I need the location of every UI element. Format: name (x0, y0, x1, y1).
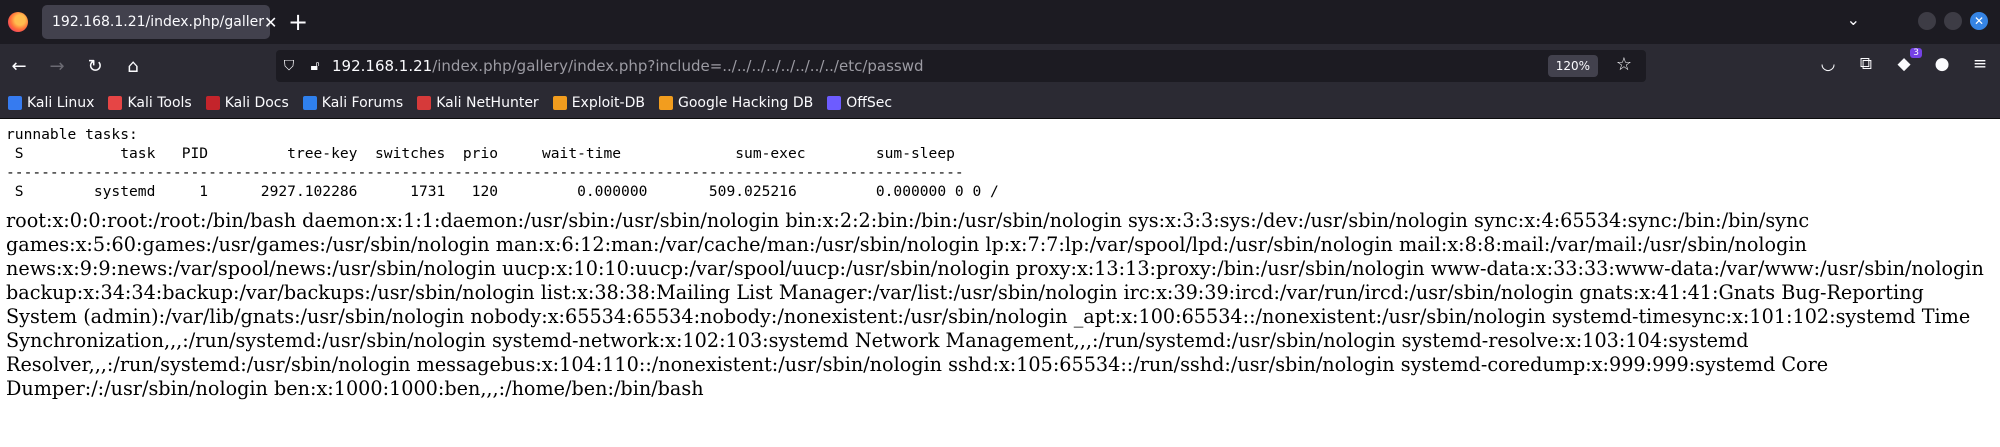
bookmark-kali-forums[interactable]: Kali Forums (302, 95, 403, 111)
profile-icon[interactable]: ● (1934, 54, 1950, 74)
ghdb-icon (658, 96, 673, 110)
chevron-down-icon[interactable]: ⌄ (1846, 10, 1860, 29)
bookmark-star-icon[interactable]: ☆ (1615, 54, 1632, 75)
sched-output: runnable tasks: S task PID tree-key swit… (6, 126, 999, 200)
exploit-db-icon (552, 96, 567, 110)
nethunter-icon (417, 96, 432, 110)
extensions-icon[interactable]: ⧉ (1859, 54, 1873, 74)
window-controls: ✕ (1918, 12, 1988, 30)
kali-icon (8, 96, 22, 110)
kali-forums-icon (302, 96, 317, 110)
kali-tools-icon (108, 96, 123, 110)
navigation-bar: ← → ↻ ⌂ ⛉ 🔓︎ 192.168.1.21/index.php/gall… (0, 44, 2000, 88)
zoom-indicator[interactable]: 120% (1547, 55, 1598, 77)
minimize-button[interactable] (1918, 12, 1936, 30)
firefox-logo-icon (8, 12, 28, 32)
close-icon[interactable]: ✕ (263, 12, 278, 32)
shield-icon[interactable]: ⛉ (283, 58, 295, 74)
url-path: /index.php/gallery/index.php?include=../… (432, 57, 924, 75)
kali-docs-icon (205, 96, 220, 110)
connection-info-icon[interactable]: 🔓︎ (310, 58, 320, 74)
bookmarks-bar: Kali Linux Kali Tools Kali Docs Kali For… (0, 88, 2000, 119)
url-host: 192.168.1.21 (332, 57, 433, 75)
bookmark-kali-tools[interactable]: Kali Tools (108, 95, 192, 111)
tab-title: 192.168.1.21/index.php/galler (52, 14, 264, 30)
bookmark-kali-nethunter[interactable]: Kali NetHunter (417, 95, 539, 111)
pocket-icon[interactable]: ◡ (1820, 54, 1836, 74)
bookmark-kali-linux[interactable]: Kali Linux (8, 95, 94, 111)
toolbar-right: ◡ ⧉ ◆3 ● ≡ (1818, 48, 1990, 74)
menu-icon[interactable]: ≡ (1972, 54, 1988, 74)
maximize-button[interactable] (1944, 12, 1962, 30)
extension-badge: 3 (1910, 48, 1922, 58)
bookmark-exploit-db[interactable]: Exploit-DB (552, 95, 645, 111)
reload-button[interactable]: ↻ (87, 55, 103, 77)
forward-button[interactable]: → (49, 55, 65, 77)
page-content: runnable tasks: S task PID tree-key swit… (0, 119, 2000, 407)
bookmark-google-hacking-db[interactable]: Google Hacking DB (658, 95, 813, 111)
home-button[interactable]: ⌂ (127, 55, 139, 77)
close-window-button[interactable]: ✕ (1970, 12, 1988, 30)
extension-icon[interactable]: ◆3 (1894, 48, 1922, 74)
offsec-icon (827, 96, 842, 110)
passwd-output: root:x:0:0:root:/root:/bin/bash daemon:x… (6, 209, 1984, 400)
bookmark-kali-docs[interactable]: Kali Docs (205, 95, 289, 111)
bookmark-offsec[interactable]: OffSec (827, 95, 892, 111)
tab-active[interactable]: 192.168.1.21/index.php/galler ✕ (42, 5, 277, 39)
url-bar[interactable]: ⛉ 🔓︎ 192.168.1.21/index.php/gallery/inde… (276, 50, 1646, 82)
tab-bar: 192.168.1.21/index.php/galler ✕ + ⌄ ✕ (0, 0, 2000, 44)
back-button[interactable]: ← (11, 55, 27, 77)
new-tab-button[interactable]: + (287, 8, 309, 36)
